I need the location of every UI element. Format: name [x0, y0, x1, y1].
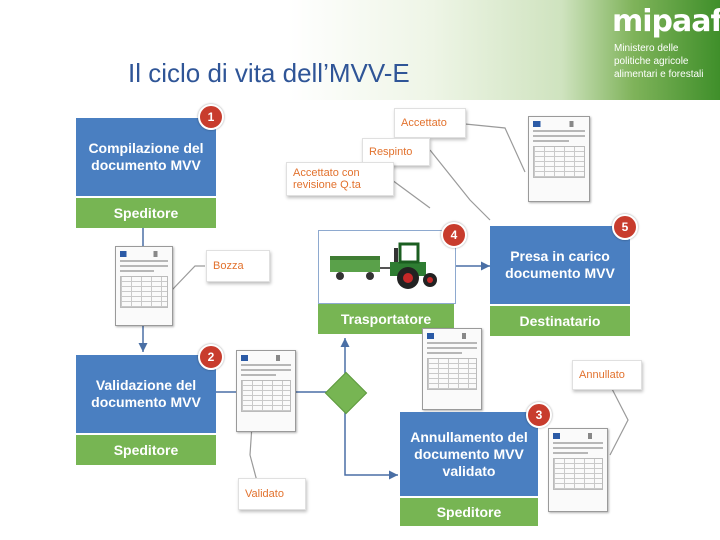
step1-actor: Speditore [113, 205, 179, 221]
ministry-line-2: politiche agricole [614, 56, 689, 67]
step5-title: Presa in carico documento MVV [505, 248, 615, 281]
page-title: Il ciclo di vita dell’MVV-E [128, 58, 410, 88]
status-accettato-revisione: Accettato con revisione Q.ta [286, 162, 394, 196]
step2-badge: 2 [198, 344, 224, 370]
document-icon [528, 116, 590, 202]
callout-annullato [609, 384, 629, 456]
step5-title-box: Presa in carico documento MVV [490, 226, 630, 304]
status-annullato: Annullato [572, 360, 642, 390]
step1-badge: 1 [198, 104, 224, 130]
document-icon [422, 328, 482, 410]
step4-badge: 4 [441, 222, 467, 248]
step3-title: Annullamento del documento MVV validato [410, 428, 528, 479]
ministry-label: Ministero delle politiche agricole alime… [614, 42, 718, 81]
mipaaf-logo: mipaaf [612, 4, 720, 39]
callout-accettato [464, 123, 526, 173]
status-accettato: Accettato [394, 108, 466, 138]
status-respinto: Respinto [362, 138, 430, 166]
step1-title: Compilazione del documento MVV [88, 140, 204, 173]
step2-actor-box: Speditore [76, 435, 216, 465]
callout-bozza [171, 265, 205, 291]
step4-actor-box: Trasportatore [318, 304, 454, 334]
step5-badge: 5 [612, 214, 638, 240]
step2-actor: Speditore [113, 442, 179, 458]
callout-accettato-revisione [391, 179, 431, 209]
step2-title-box: Validazione del documento MVV [76, 355, 216, 433]
step5-actor: Destinatario [519, 313, 601, 329]
step3-actor-box: Speditore [400, 498, 538, 526]
step2-title: Validazione del documento MVV [91, 377, 201, 410]
ministry-line-1: Ministero delle [614, 43, 679, 54]
status-bozza: Bozza [206, 250, 270, 282]
step1-title-box: Compilazione del documento MVV [76, 118, 216, 196]
step3-actor: Speditore [436, 504, 502, 520]
ministry-line-3: alimentari e forestali [614, 69, 704, 80]
status-validato: Validato [238, 478, 306, 510]
step3-title-box: Annullamento del documento MVV validato [400, 412, 538, 496]
document-icon [115, 246, 173, 326]
callout-validato [249, 424, 259, 486]
step1-actor-box: Speditore [76, 198, 216, 228]
step3-badge: 3 [526, 402, 552, 428]
arrow-decision-to-step3 [344, 412, 398, 480]
document-icon [548, 428, 608, 512]
callout-respinto [429, 149, 491, 221]
step4-actor: Trasportatore [340, 311, 432, 327]
step5-actor-box: Destinatario [490, 306, 630, 336]
document-icon [236, 350, 296, 432]
tractor-icon [330, 242, 437, 289]
header-banner [0, 0, 720, 100]
